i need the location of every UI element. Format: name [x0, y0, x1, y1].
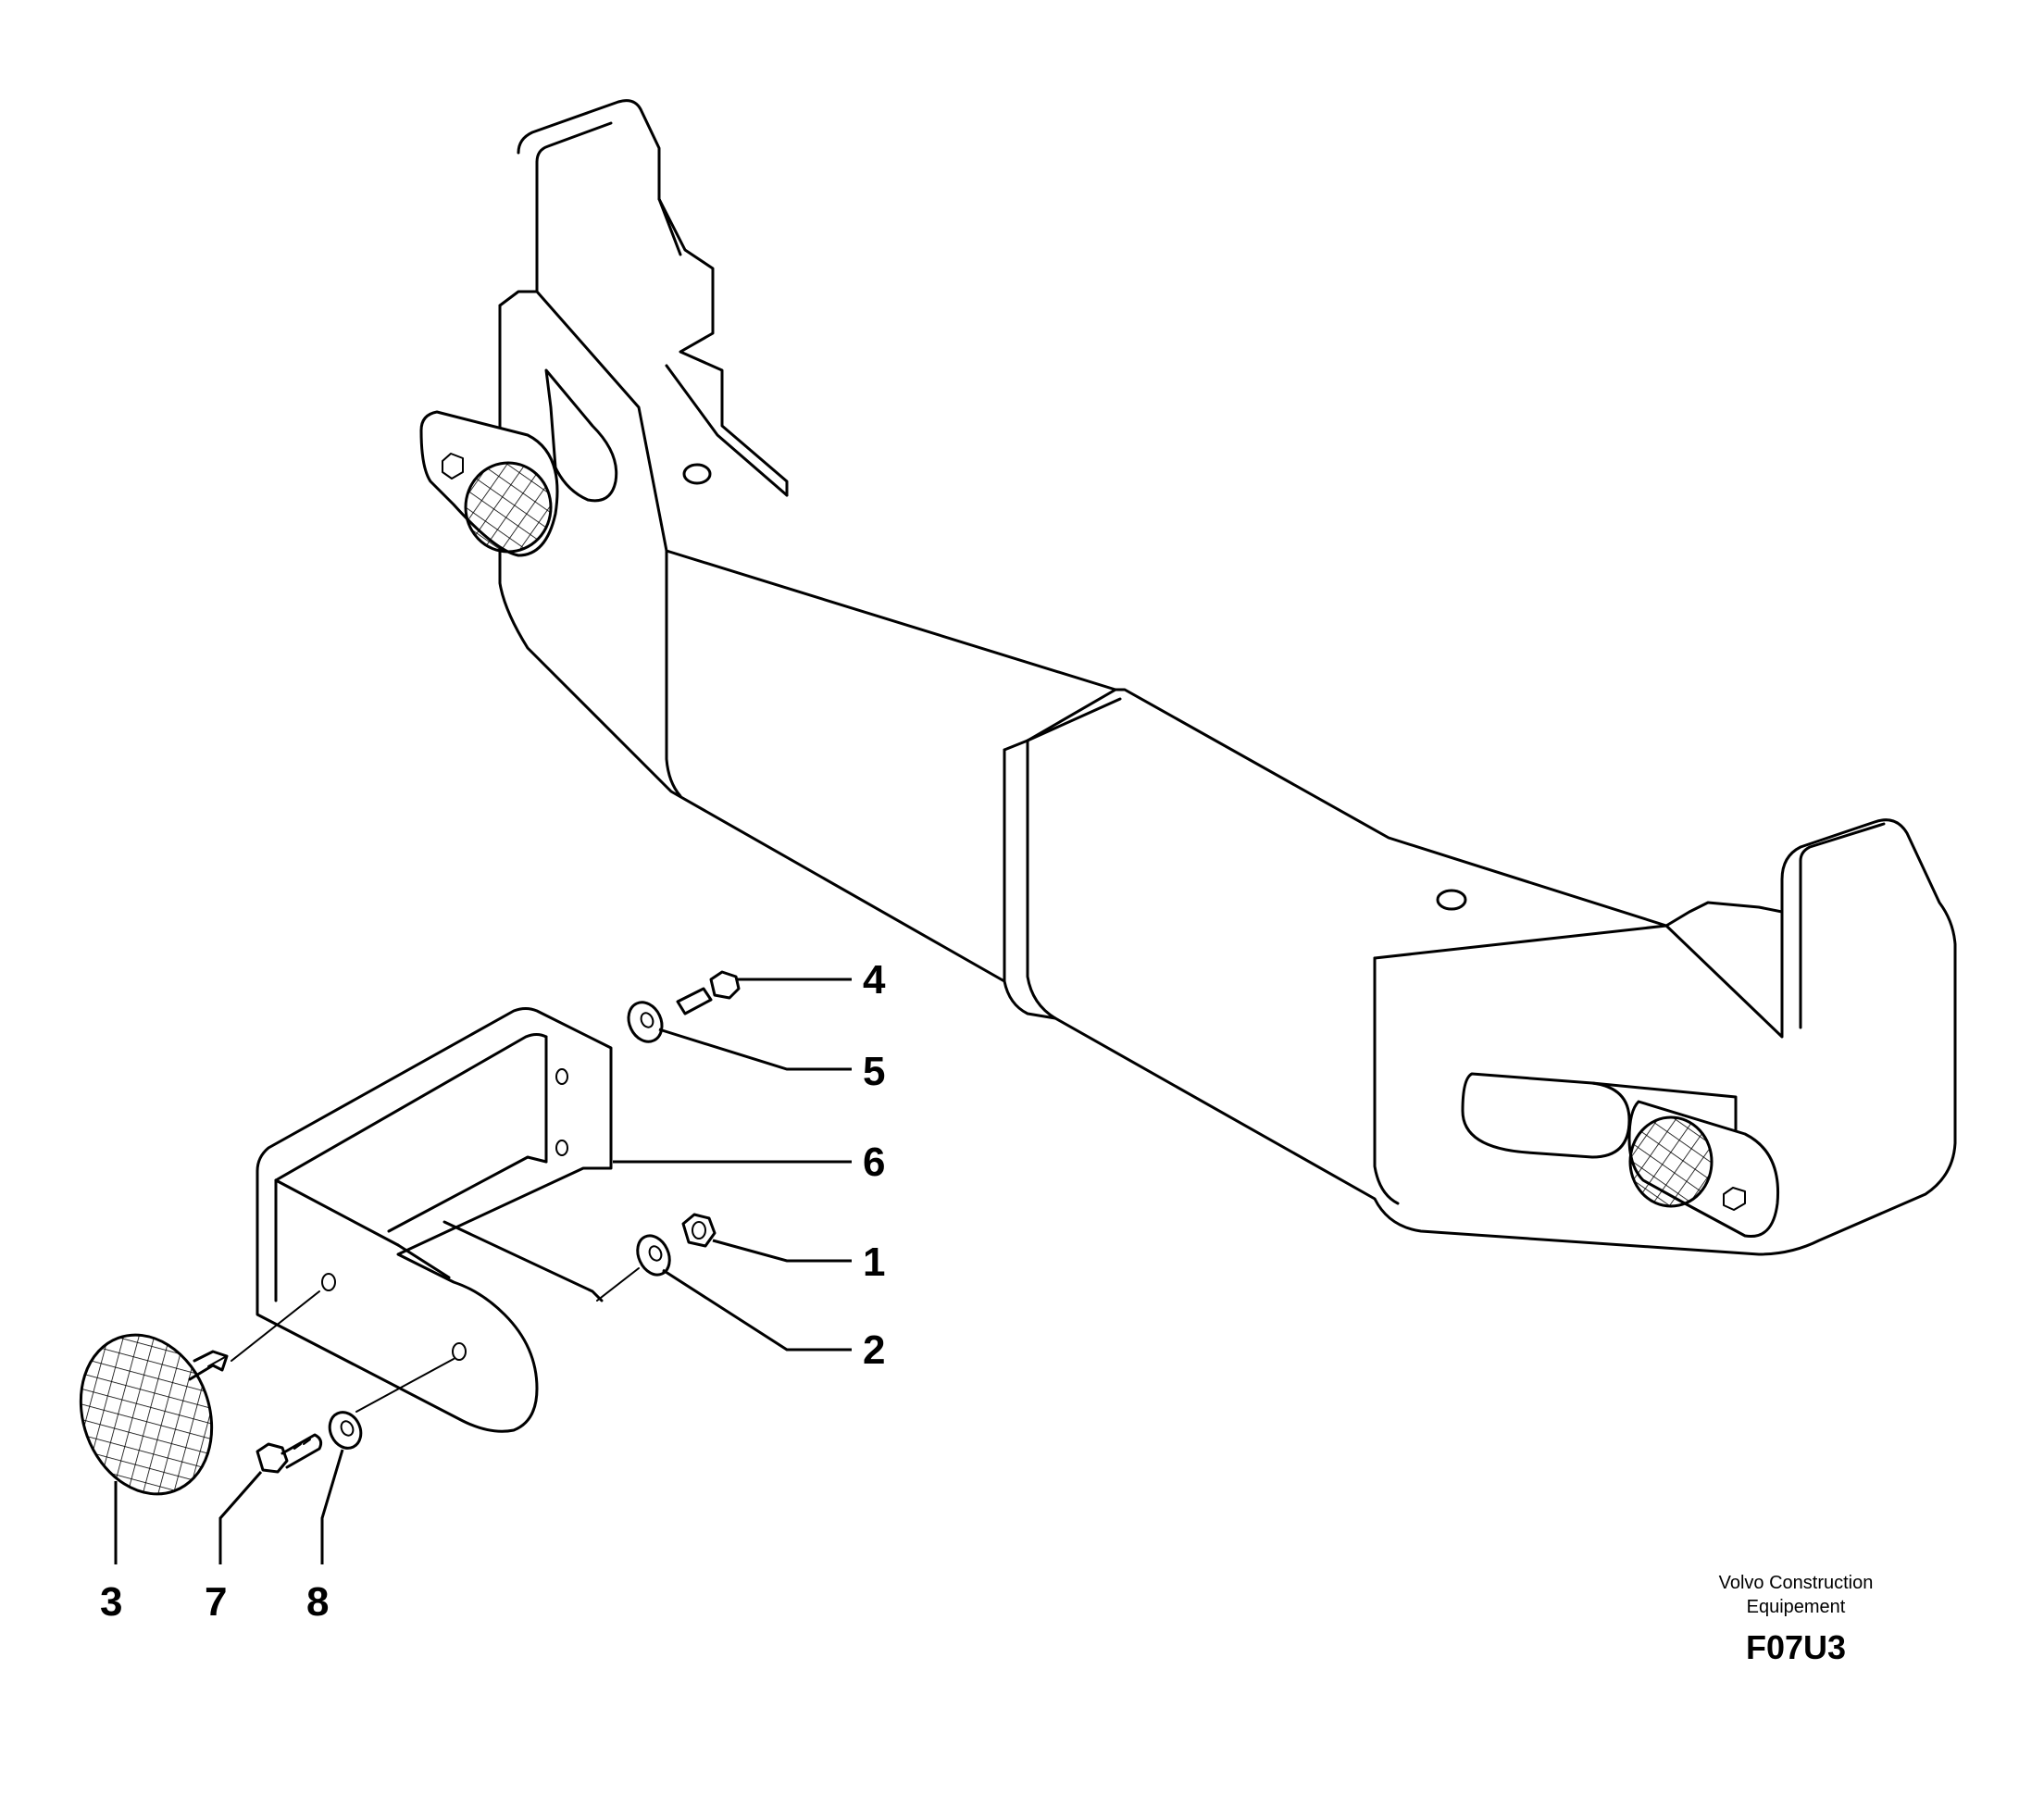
caption-manufacturer-line2: Equipement — [1747, 1597, 1846, 1617]
callout-5: 5 — [863, 1049, 885, 1094]
assembly-lines — [231, 1267, 640, 1413]
bracket-part-6 — [256, 1007, 613, 1433]
callout-labels: 4 5 6 1 2 3 7 8 — [100, 957, 886, 1625]
callout-8: 8 — [306, 1579, 329, 1625]
leader-lines — [114, 978, 852, 1564]
nut-part-1 — [681, 1213, 717, 1248]
callout-4: 4 — [863, 957, 886, 1003]
callout-1: 1 — [863, 1240, 885, 1285]
washer-part-8 — [328, 1411, 363, 1450]
counterweight-beam — [498, 99, 1957, 1256]
left-reflector-assembly — [419, 410, 559, 557]
callout-7: 7 — [205, 1579, 227, 1625]
callout-6: 6 — [863, 1140, 885, 1185]
figure-code: F07U3 — [1746, 1628, 1846, 1666]
washer-part-5 — [627, 1001, 664, 1043]
caption-block: Volvo Construction Equipement F07U3 — [1719, 1573, 1874, 1666]
reflector-part-3 — [79, 1333, 229, 1496]
bolt-part-7 — [256, 1433, 323, 1474]
callout-2: 2 — [863, 1327, 885, 1373]
washer-part-2 — [636, 1234, 671, 1277]
callout-3: 3 — [100, 1579, 122, 1625]
bolt-part-4 — [676, 970, 741, 1015]
caption-manufacturer: Volvo Construction — [1719, 1573, 1874, 1593]
right-reflector-assembly — [1627, 1100, 1780, 1239]
